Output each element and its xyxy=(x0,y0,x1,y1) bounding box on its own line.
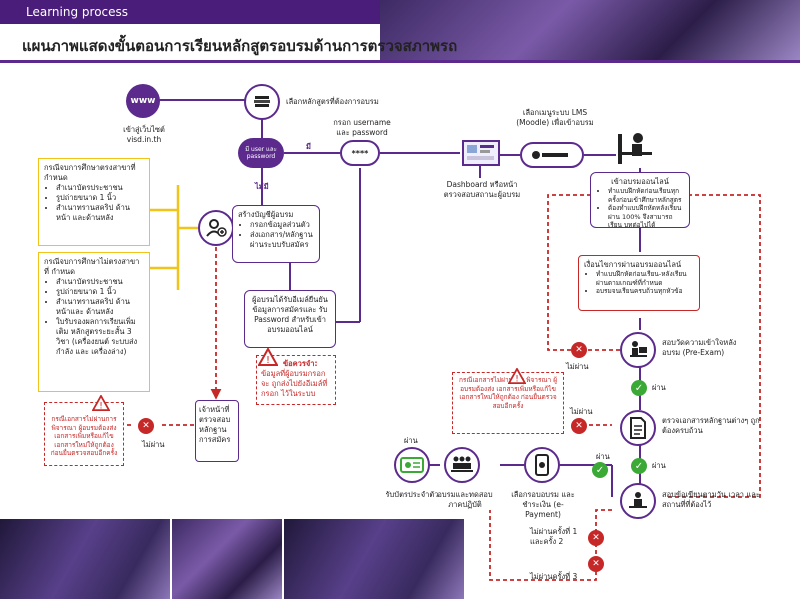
header-divider xyxy=(0,60,800,63)
create-account-title: สร้างบัญชีผู้อบรม xyxy=(238,210,294,219)
docs-nomatch-item: สำเนาทรานสคริป ด้านหน้าและ ด้านหลัง xyxy=(56,297,144,317)
password-field-text: **** xyxy=(351,148,369,158)
reject-right-note: กรณีเอกสารไม่ผ่านการ พิจารณา ผู้อบรมต้อง… xyxy=(452,372,564,434)
docs-nomatch-title: กรณีจบการศึกษาไม่ตรงสาขาที่ กำหนด xyxy=(44,257,140,276)
label-pass-doc: ผ่าน xyxy=(652,461,666,470)
label-pass-practical: ผ่าน xyxy=(404,436,418,445)
pre-exam-icon xyxy=(620,332,656,368)
written-exam-icon xyxy=(620,483,656,519)
reminder-text: ข้อมูลที่ผู้อบรมกรอกจะ ถูกส่งไปยังอีเมล์… xyxy=(261,369,328,398)
pass-check-icon: ✓ xyxy=(631,458,647,474)
fail-x-icon: ✕ xyxy=(588,556,604,572)
footer-photo-right xyxy=(284,519,464,599)
written-exam-label: สอบข้อเขียนตามวัน เวลา และสถานที่ที่ต้อง… xyxy=(662,490,760,509)
docs-nomatch-item: รูปถ่ายขนาด 1 นิ้ว xyxy=(56,287,144,297)
fail-x-icon-left: ✕ xyxy=(138,418,154,434)
label-has-not: ไม่มี xyxy=(255,182,269,191)
fail-x-icon: ✕ xyxy=(571,418,587,434)
practical-icon xyxy=(444,447,480,483)
add-user-icon xyxy=(198,210,234,246)
payment-icon xyxy=(524,447,560,483)
dashboard-label: Dashboard หรือหน้า ตรวจสอบสถานะผู้อบรม xyxy=(443,180,521,199)
enter-credentials-label: กรอก username และ password xyxy=(333,118,391,137)
label-fail-3: ไม่ผ่านครั้งที่ 3 xyxy=(530,572,578,581)
docs-match-title: กรณีจบการศึกษาตรงสาขาที่ กำหนด xyxy=(44,163,136,182)
docs-match-item: สำเนาทรานสคริป ด้านหน้า และด้านหลัง xyxy=(56,203,144,223)
doc-check-label: ตรวจเอกสารหลักฐานต่างๆ ถูกต้องครบถ้วน xyxy=(662,416,760,435)
create-account-box: สร้างบัญชีผู้อบรม กรอกข้อมูลส่วนตัว ส่งเ… xyxy=(232,205,320,263)
reminder-title: ข้อควรจำ: xyxy=(283,359,318,368)
choose-course-label: เลือกหลักสูตรที่ต้องการอบรม xyxy=(286,97,379,106)
svg-text:!: ! xyxy=(99,401,103,411)
label-fail-pre-exam: ไม่ผ่าน xyxy=(566,362,589,371)
www-label: www xyxy=(130,96,156,106)
warning-icon: ! xyxy=(257,346,279,370)
practical-label: อบรมและทดสอบ ภาคปฏิบัติ xyxy=(437,490,493,509)
books-icon xyxy=(244,84,280,120)
page-title: แผนภาพแสดงขั้นตอนการเรียนหลักสูตรอบรมด้า… xyxy=(22,37,458,55)
certificate-label: รับบัตรประจำตัว xyxy=(385,490,439,499)
pass-cond-item: อบรมจนเรียนครบถ้วนทุกหัวข้อ xyxy=(596,287,694,296)
create-account-item: ส่งเอกสาร/หลักฐาน ผ่านระบบรับสมัคร xyxy=(250,230,314,250)
reminder-note: ข้อควรจำ: ข้อมูลที่ผู้อบรมกรอกจะ ถูกส่งไ… xyxy=(256,355,336,405)
label-pass-exam: ผ่าน xyxy=(596,452,610,461)
docs-nomatch-item: ใบรับรองผลการเรียนเพิ่มเติม หลักสูตรระยะ… xyxy=(56,317,144,357)
staff-check-box: เจ้าหน้าที่ ตรวจสอบ หลักฐาน การสมัคร xyxy=(195,400,239,462)
online-learner-icon xyxy=(616,130,656,168)
label-has: มี xyxy=(306,142,311,151)
visit-site-label: เข้าสู่เว็บไซต์ visd.in.th xyxy=(123,125,165,144)
lms-login-icon xyxy=(520,142,584,168)
docs-nomatch-item: สำเนาบัตรประชาชน xyxy=(56,277,144,287)
pass-cond-title: เงื่อนไขการผ่านอบรมออนไลน์ xyxy=(584,260,682,269)
online-training-box: เข้าอบรมออนไลน์ ทำแบบฝึกหัดก่อนเรียนทุก … xyxy=(590,172,690,230)
password-field-icon: **** xyxy=(340,140,380,166)
fail-x-icon: ✕ xyxy=(588,530,604,546)
reject-left-note: กรณีเอกสารไม่ผ่านการ พิจารณา ผู้อบรมต้อง… xyxy=(44,402,124,466)
label-fail-left: ไม่ผ่าน xyxy=(142,440,165,449)
online-item: ทำแบบฝึกหัดก่อนเรียนทุก ครั้งก่อนเข้าศึก… xyxy=(608,187,684,204)
header-photo xyxy=(380,0,800,60)
footer-photo-left xyxy=(0,519,170,599)
pass-check-icon: ✓ xyxy=(631,380,647,396)
www-icon[interactable]: www xyxy=(126,84,160,118)
fail-x-icon: ✕ xyxy=(571,342,587,358)
choose-lms-label: เลือกเมนูระบบ LMS (Moodle) เพื่อเข้าอบรม xyxy=(516,108,594,127)
label-fail-doc: ไม่ผ่าน xyxy=(570,407,593,416)
pass-condition-box: เงื่อนไขการผ่านอบรมออนไลน์ ทำแบบฝึกหัดก่… xyxy=(578,255,700,311)
payment-label: เลือกรอบอบรม และ ชำระเงิน (e-Payment) xyxy=(511,490,575,519)
docs-nomatch-box: กรณีจบการศึกษาไม่ตรงสาขาที่ กำหนด สำเนาบ… xyxy=(38,252,150,392)
online-item: ต้องทำแบบฝึกหัดหลังเรียน ผ่าน 100% จึงสา… xyxy=(608,204,684,230)
docs-match-item: สำเนาบัตรประชาชน xyxy=(56,183,144,193)
user-pass-icon: มี user และ password xyxy=(238,138,284,168)
label-pass-pre-exam: ผ่าน xyxy=(652,383,666,392)
footer-photo-mid xyxy=(172,519,282,599)
pass-check-icon: ✓ xyxy=(592,462,608,478)
warning-icon: ! xyxy=(507,367,527,388)
svg-text:!: ! xyxy=(515,374,519,384)
docs-match-item: รูปถ่ายขนาด 1 นิ้ว xyxy=(56,193,144,203)
online-title: เข้าอบรมออนไลน์ xyxy=(611,177,669,186)
pass-cond-item: ทำแบบฝึกหัดก่อนเรียน-หลังเรียน ผ่านตามเก… xyxy=(596,270,694,287)
docs-match-box: กรณีจบการศึกษาตรงสาขาที่ กำหนด สำเนาบัตร… xyxy=(38,158,150,246)
create-account-item: กรอกข้อมูลส่วนตัว xyxy=(250,220,314,230)
label-fail-1-2: ไม่ผ่านครั้งที่ 1 และครั้ง 2 xyxy=(530,527,578,546)
id-card-icon xyxy=(394,447,430,483)
section-tag: Learning process xyxy=(0,0,380,24)
email-confirm-box: ผู้อบรมได้รับอีเมล์ยืนยัน ข้อมูลการสมัคร… xyxy=(244,290,336,348)
svg-text:!: ! xyxy=(266,355,270,366)
pre-exam-label: สอบวัดความเข้าใจหลัง อบรม (Pre-Exam) xyxy=(662,338,737,357)
user-pass-label: มี user และ password xyxy=(245,146,277,160)
document-icon xyxy=(620,410,656,446)
warning-icon: ! xyxy=(91,394,111,415)
dashboard-icon xyxy=(462,140,500,166)
